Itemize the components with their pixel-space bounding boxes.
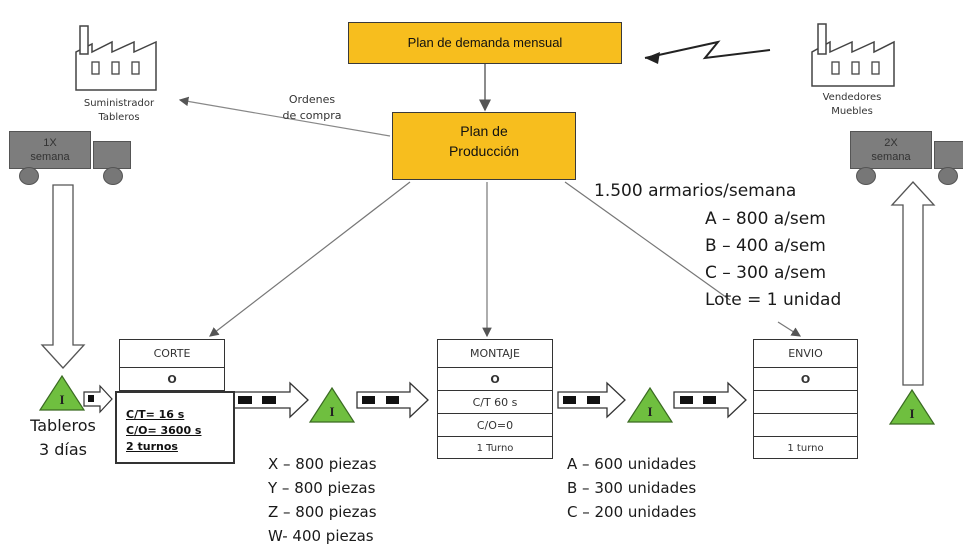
svg-text:I: I	[647, 404, 652, 419]
svg-text:I: I	[909, 406, 914, 421]
plan-produccion-line2: Producción	[448, 143, 520, 159]
corte-data-box: C/T= 16 s C/O= 3600 s 2 turnos	[115, 391, 235, 464]
push-arrow-small	[83, 384, 113, 414]
supplier-factory-icon	[75, 25, 157, 91]
envio-empty-2	[754, 414, 857, 437]
list-item: Y – 800 piezas	[268, 479, 376, 497]
unidades-list: A – 600 unidades B – 300 unidades C – 20…	[567, 452, 696, 524]
list-item: A – 600 unidades	[567, 455, 697, 473]
demanda-total: 1.500 armarios/semana	[594, 181, 797, 201]
customer-factory-icon	[811, 23, 895, 87]
envio-empty-1	[754, 391, 857, 414]
plan-produccion-line1: Plan de	[460, 123, 508, 139]
piezas-list: X – 800 piezas Y – 800 piezas Z – 800 pi…	[268, 452, 377, 548]
inventory-triangle-3: I	[626, 386, 674, 423]
demanda-lote: Lote = 1 unidad	[705, 290, 842, 310]
envio-title: ENVIO	[754, 340, 857, 368]
process-corte: CORTE O	[119, 339, 225, 391]
montaje-ct: C/T 60 s	[438, 391, 552, 414]
list-item: B – 300 unidades	[567, 479, 697, 497]
push-arrow-4	[673, 381, 747, 419]
montaje-co: C/O=0	[438, 414, 552, 437]
plan-demanda-box: Plan de demanda mensual	[348, 22, 622, 64]
push-arrow-2	[356, 381, 429, 419]
montaje-turnos: 1 Turno	[476, 442, 514, 454]
push-arrow-3	[557, 381, 626, 419]
push-arrow-1	[231, 381, 309, 419]
plan-demanda-label: Plan de demanda mensual	[407, 35, 563, 50]
corte-turnos: 2 turnos	[126, 440, 178, 453]
svg-text:I: I	[59, 392, 64, 407]
corte-operator: O	[167, 372, 177, 386]
process-montaje: MONTAJE O C/T 60 s C/O=0 1 Turno	[437, 339, 553, 459]
svg-text:I: I	[329, 404, 334, 419]
montaje-operator: O	[438, 368, 552, 391]
envio-turnos: 1 turno	[787, 442, 824, 454]
list-item: X – 800 piezas	[268, 455, 377, 473]
corte-co: C/O= 3600 s	[126, 424, 202, 437]
demanda-b: B – 400 a/sem	[705, 236, 826, 256]
plan-produccion-box: Plan de Producción	[392, 112, 576, 180]
list-item: Z – 800 piezas	[268, 503, 377, 521]
corte-ct: C/T= 16 s	[126, 408, 185, 421]
list-item: W- 400 piezas	[268, 527, 374, 545]
process-envio: ENVIO O 1 turno	[753, 339, 858, 459]
demanda-a: A – 800 a/sem	[705, 209, 826, 229]
inventory-triangle-4: I	[888, 388, 936, 425]
inventory-triangle-2: I	[308, 386, 356, 423]
list-item: C – 200 unidades	[567, 503, 697, 521]
corte-title: CORTE	[120, 340, 224, 368]
demanda-c: C – 300 a/sem	[705, 263, 827, 283]
envio-operator: O	[754, 368, 857, 391]
inventory-triangle-1: I	[38, 374, 86, 411]
montaje-title: MONTAJE	[438, 340, 552, 368]
